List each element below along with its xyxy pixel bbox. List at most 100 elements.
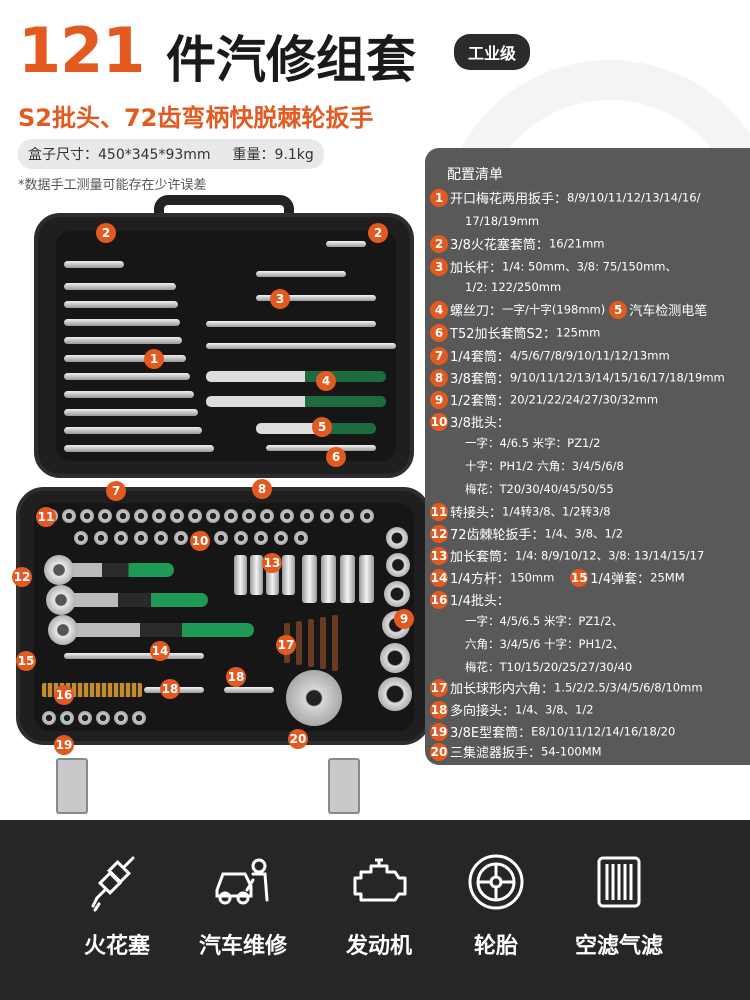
- marker-14: 14: [150, 641, 170, 661]
- marker-4: 4: [316, 371, 336, 391]
- bits-38-line: 一字：4/6.5 米字：PZ1/2: [465, 436, 601, 450]
- tire-icon: [464, 850, 528, 914]
- measurement-note: *数据手工测量可能存在少许误差: [18, 178, 207, 193]
- config-item-cont: 1/2: 122/250mm: [465, 280, 562, 294]
- socket: [98, 509, 112, 523]
- socket: [60, 711, 74, 725]
- item-num: 13: [430, 546, 448, 565]
- item-value: 150mm: [509, 570, 555, 585]
- app-engine: 发动机: [314, 850, 444, 960]
- big-socket: [384, 581, 410, 607]
- item-label: 1/4方杆：: [450, 572, 510, 587]
- app-air-filter: 空滤气滤: [554, 850, 684, 960]
- socket: [154, 531, 168, 545]
- industrial-grade-badge: 工业级: [454, 34, 531, 70]
- square-bar: [64, 653, 204, 659]
- item-num: 12: [430, 524, 448, 543]
- socket: [42, 711, 56, 725]
- long-socket: [234, 555, 247, 595]
- item-label: 1/2套筒：: [450, 394, 510, 409]
- item-value: 25MM: [650, 570, 685, 585]
- big-socket: [386, 553, 410, 577]
- air-filter-icon: [587, 850, 651, 914]
- item-num: 4: [430, 300, 448, 319]
- socket: [224, 509, 238, 523]
- socket: [360, 509, 374, 523]
- item-num: 18: [430, 700, 448, 719]
- marker-2: 2: [368, 223, 388, 243]
- item-value: 1/4: 8/9/10/12、3/8: 13/14/15/17: [515, 548, 705, 563]
- item-label: 3/8套筒：: [450, 372, 510, 387]
- item-num: 9: [430, 390, 448, 409]
- case-base: [16, 487, 431, 745]
- marker-16: 16: [54, 685, 74, 705]
- long-socket: [282, 555, 295, 595]
- marker-15: 15: [16, 651, 36, 671]
- long-socket: [340, 555, 355, 603]
- wrench: [64, 301, 178, 308]
- socket: [114, 711, 128, 725]
- marker-3: 3: [270, 289, 290, 309]
- item-num: 20: [430, 742, 448, 761]
- engine-icon: [347, 850, 411, 914]
- item-label: 3/8批头：: [450, 416, 510, 431]
- app-label: 火花塞: [83, 934, 150, 959]
- long-socket: [321, 555, 336, 603]
- item-num: 17: [430, 678, 448, 697]
- item-num: 6: [430, 323, 448, 342]
- item-label: 开口梅花两用扳手：: [450, 192, 568, 207]
- socket: [170, 509, 184, 523]
- case-lid: 2 2 3 1 4 5 6: [34, 213, 414, 478]
- long-socket: [250, 555, 263, 595]
- tool-case-image: 2 2 3 1 4 5 6: [12, 195, 431, 765]
- wrench: [64, 445, 214, 452]
- config-title: 配置清单: [447, 167, 503, 183]
- item-num: 8: [430, 368, 448, 387]
- item-num: 10: [430, 412, 448, 431]
- ratchet-head: [48, 615, 78, 645]
- item-label: 三集滤器扳手：: [450, 746, 542, 761]
- big-socket: [386, 527, 408, 549]
- item-num: 2: [430, 234, 448, 253]
- marker-1: 1: [144, 349, 164, 369]
- item-num: 3: [430, 257, 448, 276]
- marker-13: 13: [262, 553, 282, 573]
- item-label: 72齿棘轮扳手：: [450, 528, 545, 543]
- wrench: [64, 373, 190, 380]
- wrench: [64, 261, 124, 268]
- subtitle: S2批头、72齿弯柄快脱棘轮扳手: [18, 104, 374, 132]
- marker-18: 18: [160, 679, 180, 699]
- marker-18: 18: [226, 667, 246, 687]
- item-label: 螺丝刀：: [450, 304, 503, 319]
- config-item-cont: 17/18/19mm: [465, 214, 540, 228]
- app-label: 轮胎: [473, 934, 518, 959]
- socket: [74, 531, 88, 545]
- hex-key: [320, 617, 326, 669]
- page-title: 件汽修组套: [166, 31, 416, 89]
- socket: [214, 531, 228, 545]
- ratchet-head: [44, 555, 74, 585]
- application-footer: 火花塞 汽车维修: [0, 820, 750, 1000]
- socket: [254, 531, 268, 545]
- hex-key: [308, 619, 314, 667]
- socket: [96, 711, 110, 725]
- big-socket: [380, 643, 410, 673]
- item-label: 3/8火花塞套筒：: [450, 238, 549, 253]
- wrench: [64, 337, 182, 344]
- item-num: 19: [430, 722, 448, 741]
- app-tire: 轮胎: [431, 850, 561, 960]
- item-value: 1/4、3/8、1/2: [544, 526, 624, 541]
- socket: [234, 531, 248, 545]
- socket: [320, 509, 334, 523]
